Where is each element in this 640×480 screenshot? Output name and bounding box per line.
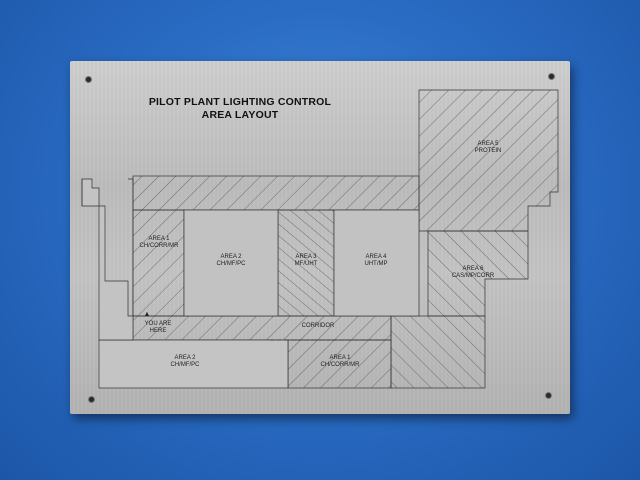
left-structure — [81, 178, 134, 341]
mount-hole-top-left — [85, 76, 92, 83]
area4-zone — [333, 209, 420, 317]
corridor-label: CORRIDOR — [301, 323, 335, 329]
area2-bottom-name: AREA 2 — [174, 355, 196, 361]
sign-plate: PILOT PLANT LIGHTING CONTROL AREA LAYOUT… — [70, 61, 570, 414]
bottom-corridor-band — [132, 315, 392, 341]
you-are-here-line-2: HERE — [149, 328, 167, 334]
area3-zone — [277, 209, 335, 317]
area2-bottom-sub: CH/MF/PC — [170, 362, 200, 368]
sign-title: PILOT PLANT LIGHTING CONTROL AREA LAYOUT — [140, 96, 340, 122]
area1-top-label: AREA 1 CH/CORR/MR — [134, 236, 184, 250]
mount-hole-top-right — [548, 73, 555, 80]
area3-name: AREA 3 — [295, 254, 317, 260]
area2-top-sub: CH/MF/PC — [216, 261, 246, 267]
area1-bottom-sub: CH/CORR/MR — [320, 362, 360, 368]
area4-label: AREA 4 UHT/MP — [348, 254, 404, 268]
title-line-2: AREA LAYOUT — [201, 109, 279, 121]
you-are-here-marker: ▲ — [143, 311, 151, 318]
area4-sub: UHT/MP — [364, 261, 388, 267]
area1-top-sub: CH/CORR/MR — [139, 243, 179, 249]
floor-plan — [81, 89, 559, 389]
area6-name: AREA 6 — [462, 266, 484, 272]
you-are-here-line-1: YOU ARE — [144, 321, 172, 327]
area2-zone-bottom — [98, 339, 289, 389]
mount-hole-bottom-left — [88, 396, 95, 403]
area1-bottom-label: AREA 1 CH/CORR/MR — [309, 355, 371, 369]
area5-sub: PROTEIN — [474, 148, 502, 154]
area2-top-name: AREA 2 — [220, 254, 242, 260]
area5-label: AREA 5 PROTEIN — [460, 141, 516, 155]
area2-bottom-label: AREA 2 CH/MF/PC — [155, 355, 215, 369]
area5-name: AREA 5 — [477, 141, 499, 147]
area5-zone — [418, 89, 559, 232]
area2-top-label: AREA 2 CH/MF/PC — [201, 254, 261, 268]
corner-block — [390, 315, 486, 389]
area1-top-name: AREA 1 — [148, 236, 170, 242]
area2-zone-top — [183, 209, 279, 317]
title-line-1: PILOT PLANT LIGHTING CONTROL — [148, 96, 332, 108]
you-are-here-label: YOU ARE HERE — [140, 321, 176, 335]
area6-label: AREA 6 CAS/MP/CORR — [442, 266, 504, 280]
area3-label: AREA 3 MF/UHT — [282, 254, 330, 268]
area1-bottom-name: AREA 1 — [329, 355, 351, 361]
area4-name: AREA 4 — [365, 254, 387, 260]
area1-zone-bottom — [287, 339, 392, 389]
top-corridor-band — [132, 175, 420, 211]
area6-sub: CAS/MP/CORR — [451, 273, 495, 279]
mount-hole-bottom-right — [545, 392, 552, 399]
area1-zone-top — [132, 209, 185, 317]
area3-sub: MF/UHT — [294, 261, 318, 267]
